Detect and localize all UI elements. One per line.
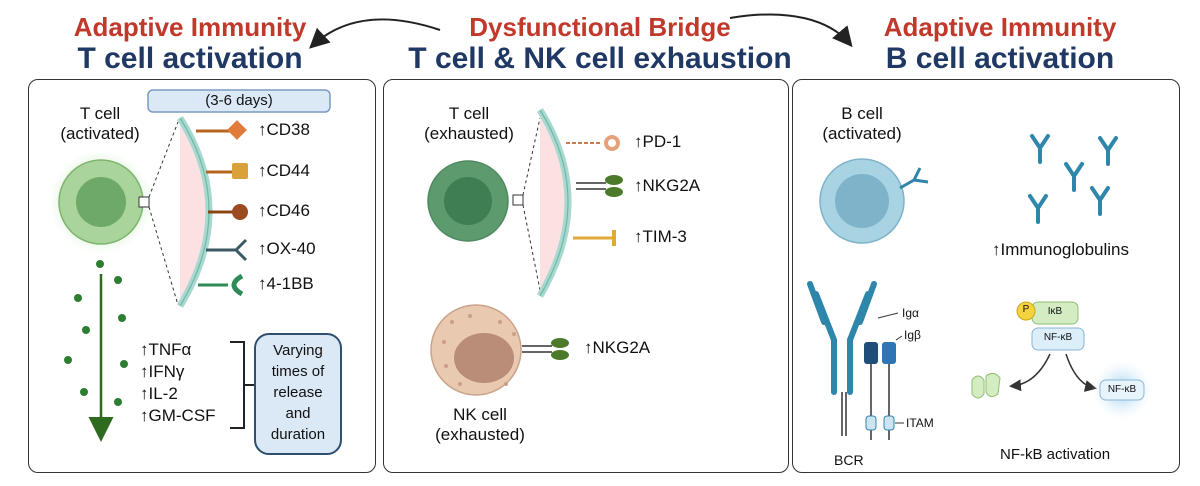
igb-chain bbox=[882, 342, 896, 364]
nk-cell-nucleus bbox=[454, 333, 514, 383]
immunoglobulins-label: ↑Immunoglobulins bbox=[992, 240, 1130, 259]
tcell-exhausted-label: T cell (exhausted) bbox=[414, 104, 524, 145]
iga-chain bbox=[864, 342, 878, 364]
cd44-receptor bbox=[232, 163, 248, 179]
right-header: Adaptive Immunity B cell activation bbox=[840, 14, 1160, 74]
left-header-top: Adaptive Immunity bbox=[73, 12, 307, 42]
cd46-receptor bbox=[232, 204, 248, 220]
nfkb-free-label: NF-κB bbox=[1107, 384, 1137, 395]
tcell-activated-label-1: T cell bbox=[79, 104, 121, 123]
tcell-exhausted-label-2: (exhausted) bbox=[424, 124, 514, 144]
arrow-to-right bbox=[729, 13, 853, 48]
center-header: Dysfunctional Bridge T cell & NK cell ex… bbox=[370, 14, 830, 74]
days-box bbox=[147, 89, 331, 113]
igb-label: Igβ bbox=[904, 328, 921, 342]
center-panel bbox=[383, 79, 789, 473]
bcell-activated-label: B cell (activated) bbox=[812, 104, 912, 145]
note-line-4: and bbox=[285, 405, 311, 422]
bcell-activated-label-2: (activated) bbox=[822, 124, 902, 144]
right-header-bottom: B cell activation bbox=[885, 42, 1115, 75]
nfkb-complex bbox=[1031, 327, 1085, 351]
center-header-top: Dysfunctional Bridge bbox=[469, 12, 731, 42]
right-header-top: Adaptive Immunity bbox=[883, 12, 1117, 42]
cytokine-il2: ↑IL-2 bbox=[140, 384, 178, 403]
note-line-1: Varying bbox=[273, 342, 323, 359]
tcell-activated-label-2: (activated) bbox=[60, 124, 140, 144]
cytokine-tnfa: ↑TNFα bbox=[140, 340, 192, 359]
nfkb-activation-label: NF-kB activation bbox=[1000, 446, 1111, 463]
marker-cd44: ↑CD44 bbox=[258, 161, 310, 180]
marker-pd1: ↑PD-1 bbox=[634, 132, 682, 151]
cytokine-gmcsf: ↑GM-CSF bbox=[140, 406, 216, 425]
marker-cd38: ↑CD38 bbox=[258, 120, 310, 139]
tcell-nucleus bbox=[76, 177, 126, 227]
nk-cell-label: NK cell (exhausted) bbox=[420, 405, 540, 446]
tcell-exhausted-label-1: T cell bbox=[448, 104, 490, 123]
tcell-exhausted-nucleus bbox=[444, 177, 492, 225]
cytokine-dots bbox=[64, 260, 128, 406]
cytokine-bracket bbox=[230, 341, 256, 429]
note-line-5: duration bbox=[270, 426, 326, 443]
zoom-box bbox=[138, 196, 150, 208]
marker-cd46: ↑CD46 bbox=[258, 201, 310, 220]
nk-marker-nkg2a: ↑NKG2A bbox=[584, 338, 651, 357]
days-label: (3-6 days) bbox=[205, 92, 273, 109]
itam-label: ITAM bbox=[906, 416, 934, 430]
iga-label: Igα bbox=[902, 306, 919, 320]
bcell-antibody bbox=[899, 167, 929, 190]
note-box bbox=[254, 333, 342, 455]
marker-ox40: ↑OX-40 bbox=[258, 239, 316, 258]
nk-cell-label-2: (exhausted) bbox=[435, 425, 525, 445]
phospho-label: P bbox=[1022, 304, 1030, 315]
note-line-2: times of bbox=[271, 363, 325, 380]
tcell-activated-label: T cell (activated) bbox=[50, 104, 150, 145]
bcr-structure bbox=[807, 281, 877, 395]
note-line-3: release bbox=[273, 384, 323, 401]
release-note: Varying times of release and duration bbox=[255, 340, 341, 445]
bcell-activated-label-1: B cell bbox=[841, 104, 883, 123]
immunoglobulin-icons bbox=[1028, 134, 1118, 224]
arrow-to-left bbox=[309, 18, 441, 49]
marker-41bb: ↑4-1BB bbox=[258, 274, 314, 293]
nfkb-complex-label: NF-κB bbox=[1043, 332, 1073, 343]
marker-nkg2a: ↑NKG2A bbox=[634, 176, 701, 195]
bcr-label: BCR bbox=[834, 452, 864, 468]
left-header-bottom: T cell activation bbox=[77, 42, 303, 75]
phospho-icon bbox=[1016, 301, 1036, 321]
marker-tim3: ↑TIM-3 bbox=[634, 227, 687, 246]
left-header: Adaptive Immunity T cell activation bbox=[30, 14, 350, 74]
ikb-label: IκB bbox=[1047, 306, 1063, 317]
cd38-receptor bbox=[227, 120, 247, 140]
nfkb-free bbox=[1099, 379, 1145, 401]
ikb-degraded bbox=[971, 372, 1001, 399]
nk-cell-label-1: NK cell bbox=[453, 405, 507, 424]
bcell-nucleus bbox=[835, 174, 889, 228]
cytokine-ifng: ↑IFNγ bbox=[140, 362, 185, 381]
center-header-bottom: T cell & NK cell exhaustion bbox=[408, 42, 792, 75]
